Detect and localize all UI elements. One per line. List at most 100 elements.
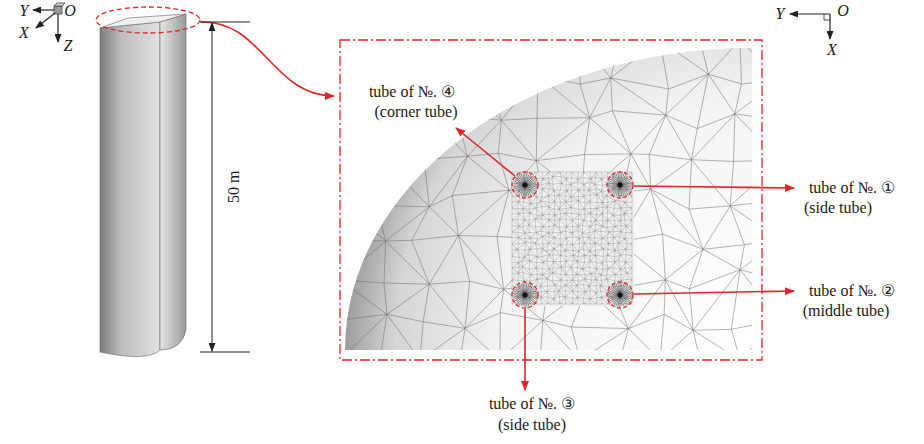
mesh-edge xyxy=(490,75,501,120)
mesh-edge xyxy=(590,251,595,255)
mesh-edge xyxy=(740,245,744,270)
mesh-edge xyxy=(740,40,780,41)
mesh-edge xyxy=(613,262,616,267)
mesh-edge xyxy=(517,202,519,209)
mesh-edge xyxy=(529,255,538,257)
mesh-edge xyxy=(537,285,541,287)
mesh-edge xyxy=(589,280,592,286)
mesh-edge xyxy=(536,207,542,208)
mesh-edge xyxy=(596,285,600,286)
mesh-edge xyxy=(541,279,547,287)
axis-label: O xyxy=(64,2,76,20)
mesh-edge xyxy=(340,80,341,120)
mesh-edge xyxy=(627,268,632,273)
mesh-edge xyxy=(595,249,603,256)
mesh-edge xyxy=(625,239,632,244)
mesh-edge xyxy=(608,249,615,250)
mesh-edge xyxy=(573,285,577,291)
mesh-edge xyxy=(620,215,621,221)
mesh-edge xyxy=(543,249,550,255)
mesh-edge xyxy=(603,249,607,256)
mesh-edge xyxy=(601,286,609,293)
mesh-edge xyxy=(578,291,585,292)
mesh-edge xyxy=(518,261,522,263)
mesh-edge xyxy=(571,197,579,201)
mesh-edge xyxy=(566,256,567,261)
mesh-edge xyxy=(542,233,548,236)
mesh-edge xyxy=(524,243,526,251)
mesh-edge xyxy=(530,213,536,219)
mesh-edge xyxy=(578,255,585,257)
mesh-edge xyxy=(555,202,560,209)
mesh-edge xyxy=(573,237,580,239)
mesh-edge xyxy=(594,238,595,243)
mesh-edge xyxy=(692,114,735,160)
mesh-edge xyxy=(340,320,341,360)
mesh-edge xyxy=(565,261,566,267)
mesh-edge xyxy=(512,298,513,304)
mesh-edge xyxy=(500,40,540,41)
mesh-edge xyxy=(538,75,580,84)
tube-label: tube of №. ③ xyxy=(489,395,575,413)
mesh-edge xyxy=(577,183,583,185)
tube-ring xyxy=(512,172,538,198)
mesh-edge xyxy=(500,40,538,75)
mesh-edge xyxy=(369,40,420,89)
mesh-edge xyxy=(693,330,700,360)
mesh-edge xyxy=(553,262,554,269)
mesh-edge xyxy=(566,172,572,173)
mesh-edge xyxy=(512,202,519,208)
mesh-edge xyxy=(553,177,562,183)
mesh-edge xyxy=(578,197,579,201)
mesh-edge xyxy=(538,75,590,117)
mesh-edge xyxy=(583,190,584,196)
mesh-edge xyxy=(603,232,609,238)
mesh-edge xyxy=(590,172,596,173)
mesh-edge xyxy=(543,220,549,227)
mesh-edge xyxy=(457,89,469,116)
mesh-edge xyxy=(583,237,589,238)
mesh-edge xyxy=(536,118,538,160)
dimension-label: 50 m xyxy=(225,171,243,203)
mesh-edge xyxy=(547,285,555,292)
mesh-edge xyxy=(552,177,553,185)
mesh-edge xyxy=(543,188,549,189)
mesh-edge xyxy=(606,275,607,279)
mesh-edge xyxy=(565,219,567,227)
mesh-edge xyxy=(561,238,566,245)
mesh-edge xyxy=(512,263,518,268)
mesh-edge xyxy=(536,172,543,179)
mesh-edge xyxy=(523,202,524,209)
mesh-edge xyxy=(651,189,689,209)
mesh-edge xyxy=(340,314,387,320)
mesh-edge xyxy=(583,267,589,269)
mesh-edge xyxy=(523,267,531,275)
mesh-edge xyxy=(547,261,550,269)
mesh-edge xyxy=(429,281,469,284)
mesh-edge xyxy=(734,114,735,162)
mesh-edge xyxy=(596,286,597,293)
mesh-edge xyxy=(579,249,584,251)
mesh-edge xyxy=(565,266,571,268)
mesh-edge xyxy=(549,191,554,196)
mesh-edge xyxy=(591,183,595,185)
mesh-edge xyxy=(560,297,565,304)
mesh-edge xyxy=(497,190,509,236)
mesh-edge xyxy=(583,225,591,226)
mesh-edge xyxy=(548,189,550,196)
mesh-edge xyxy=(597,269,604,270)
mesh-edge xyxy=(555,219,560,225)
mesh-edge xyxy=(340,120,341,160)
mesh-edge xyxy=(561,266,565,267)
tube-marks xyxy=(511,172,633,308)
mesh-edge xyxy=(340,89,369,120)
mesh-edge xyxy=(561,267,565,274)
zoom-arrow xyxy=(201,22,334,96)
mesh-edge xyxy=(577,285,586,292)
mesh-edge xyxy=(595,220,602,221)
mesh-edge xyxy=(607,238,609,244)
mesh-edge xyxy=(624,262,626,268)
mesh-edge xyxy=(549,195,555,196)
mesh-edge xyxy=(689,209,703,249)
mesh-edge xyxy=(584,190,589,191)
